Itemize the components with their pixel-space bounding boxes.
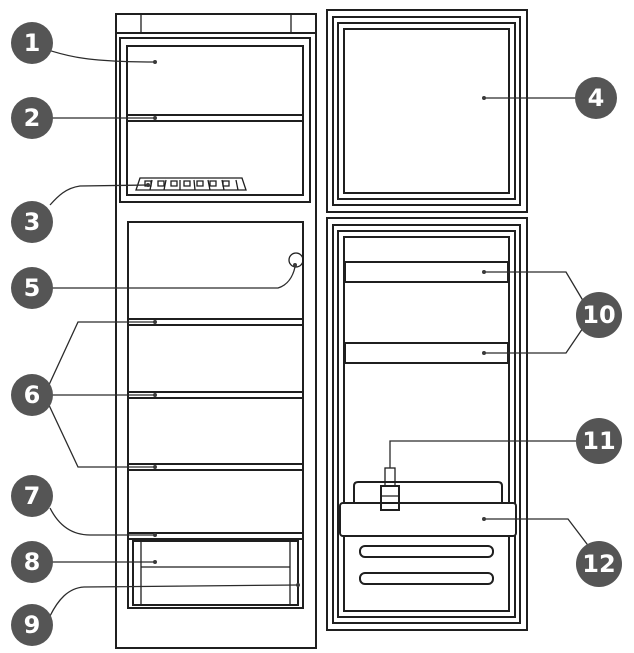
cabinet-outline — [115, 13, 317, 649]
freezer-door — [326, 9, 528, 213]
freezer-outer — [119, 37, 311, 203]
svg-text:9: 9 — [24, 611, 41, 639]
callout-11: 11 — [576, 418, 622, 464]
door-bin-1 — [359, 545, 494, 558]
callout-5: 5 — [11, 267, 53, 309]
door-bin-2 — [359, 572, 494, 585]
callout-3: 3 — [11, 201, 53, 243]
callout-1: 1 — [11, 22, 53, 64]
fridge-compartment — [127, 221, 304, 609]
svg-text:5: 5 — [24, 274, 41, 302]
crisper-cover — [127, 532, 304, 540]
svg-text:12: 12 — [582, 550, 615, 578]
svg-text:1: 1 — [24, 29, 41, 57]
thermostat-knob — [288, 252, 304, 268]
callout-9: 9 — [11, 604, 53, 646]
callout-markers: 1 2 3 4 5 6 7 8 — [11, 22, 622, 646]
svg-text:10: 10 — [582, 301, 615, 329]
ice-tray — [135, 177, 247, 191]
crisper-drawer — [132, 540, 299, 606]
svg-text:7: 7 — [24, 482, 41, 510]
callout-12: 12 — [576, 541, 622, 587]
svg-text:4: 4 — [588, 84, 605, 112]
callout-4: 4 — [575, 77, 617, 119]
svg-text:11: 11 — [582, 427, 615, 455]
fridge-door — [326, 217, 528, 631]
svg-text:3: 3 — [24, 208, 41, 236]
callout-10: 10 — [576, 292, 622, 338]
cabinet-top-hinge-panel — [140, 13, 292, 34]
svg-text:2: 2 — [24, 104, 41, 132]
callout-2: 2 — [11, 97, 53, 139]
cabinet — [115, 13, 317, 649]
bottle-rack-back — [353, 481, 503, 502]
callout-8: 8 — [11, 541, 53, 583]
leader-lines — [47, 49, 591, 617]
svg-text:6: 6 — [24, 381, 41, 409]
callout-7: 7 — [11, 475, 53, 517]
svg-text:8: 8 — [24, 548, 41, 576]
callout-6: 6 — [11, 374, 53, 416]
